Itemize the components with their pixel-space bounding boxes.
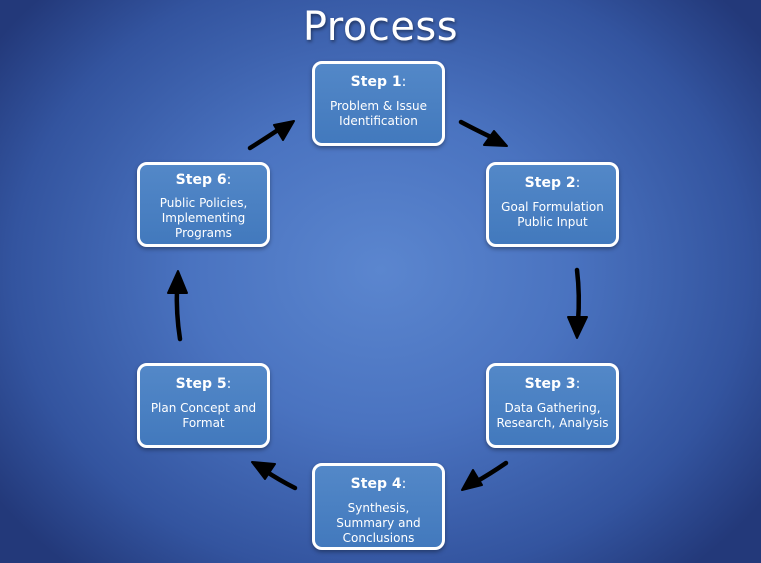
step-6-description: Public Policies, Implementing Programs xyxy=(159,196,248,240)
step-4-description: Synthesis, Summary and Conclusions xyxy=(336,501,421,545)
arrow-step1-to-step2 xyxy=(458,119,508,147)
step-5-heading: Step 5: xyxy=(175,376,232,392)
step-6-heading: Step 6: xyxy=(175,172,232,188)
arrow-step3-to-step4 xyxy=(461,460,509,491)
step-2-description: Goal Formulation Public Input xyxy=(501,200,604,229)
step-6-box: Step 6: Public Policies, Implementing Pr… xyxy=(137,162,270,247)
arrow-step5-to-step6 xyxy=(167,270,188,342)
step-1-box: Step 1: Problem & Issue Identification xyxy=(312,61,445,146)
arrow-step4-to-step5 xyxy=(251,461,298,491)
arrow-step6-to-step1 xyxy=(247,120,295,151)
step-5-box: Step 5: Plan Concept and Format xyxy=(137,363,270,448)
step-4-box: Step 4: Synthesis, Summary and Conclusio… xyxy=(312,463,445,550)
step-1-description: Problem & Issue Identification xyxy=(329,99,428,128)
step-1-heading: Step 1: xyxy=(350,74,407,90)
step-2-heading: Step 2: xyxy=(524,175,581,191)
step-3-heading: Step 3: xyxy=(524,376,581,392)
step-3-description: Data Gathering, Research, Analysis xyxy=(496,401,609,430)
step-4-heading: Step 4: xyxy=(350,476,407,492)
arrow-step2-to-step3 xyxy=(567,267,588,339)
page-title: Process xyxy=(302,4,459,50)
step-5-description: Plan Concept and Format xyxy=(150,401,257,430)
step-2-box: Step 2: Goal Formulation Public Input xyxy=(486,162,619,247)
step-3-box: Step 3: Data Gathering, Research, Analys… xyxy=(486,363,619,448)
